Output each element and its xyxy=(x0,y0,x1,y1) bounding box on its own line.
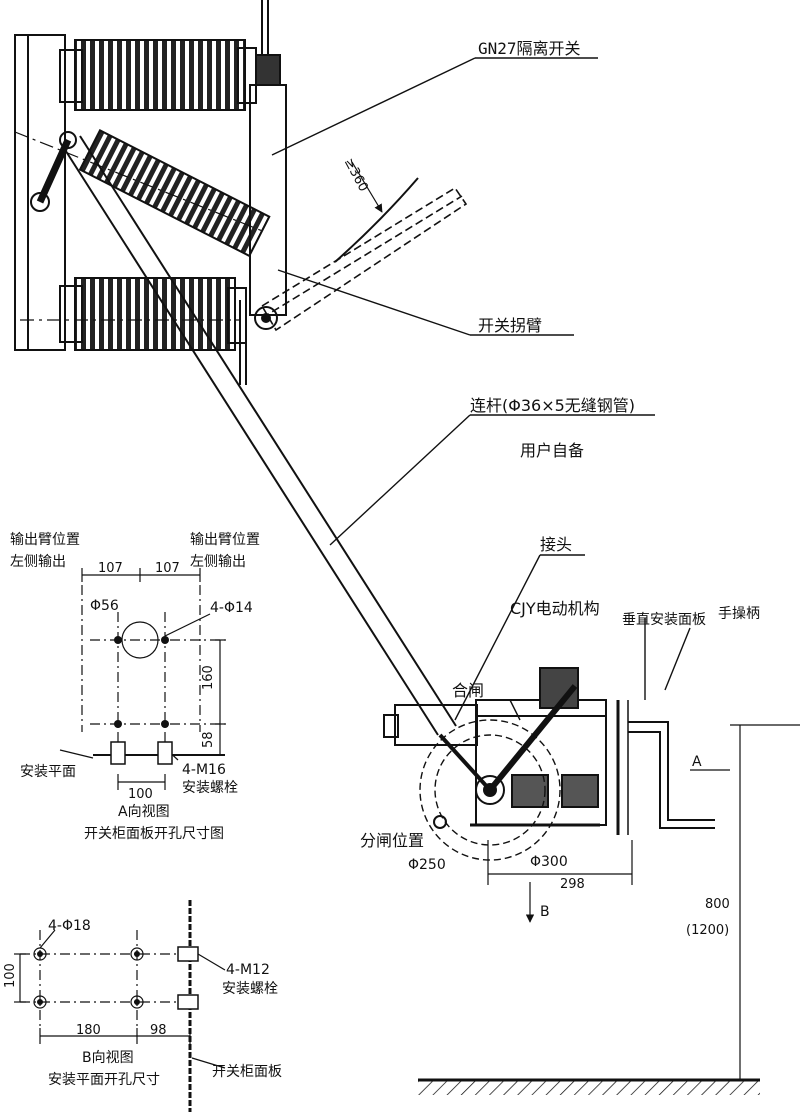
view-b-dim-98: 98 xyxy=(150,1023,167,1038)
view-a-hole xyxy=(114,636,122,644)
switch-name-label: GN27隔离开关 xyxy=(478,39,581,58)
view-a-out-left-2: 左侧输出 xyxy=(10,554,66,570)
view-a-hole xyxy=(114,720,122,728)
view-a-dim-160: 160 xyxy=(201,665,216,690)
crank-arm-label: 开关拐臂 xyxy=(478,316,542,335)
hand-handle xyxy=(628,721,715,821)
swing-circle-250 xyxy=(434,734,546,846)
view-a-title: A向视图 xyxy=(118,804,170,820)
cjy-mechanism xyxy=(383,667,715,861)
view-b-dim-180: 180 xyxy=(76,1023,101,1038)
view-a-bolts: 4-M16 xyxy=(182,762,226,778)
vertical-panel-label: 垂直安装面板 xyxy=(622,611,706,628)
view-b-bolts-label: 安装螺栓 xyxy=(222,981,278,997)
upper-insulator xyxy=(74,39,246,111)
floor xyxy=(418,1078,760,1095)
view-a-hole xyxy=(161,720,169,728)
view-b-hole xyxy=(130,947,144,961)
view-b-hole xyxy=(130,995,144,1009)
opening-position-label: 分闸位置 xyxy=(360,831,424,850)
lower-insulator xyxy=(74,277,236,351)
disconnect-switch xyxy=(14,0,287,385)
view-a-out-right-2: 左侧输出 xyxy=(190,554,246,570)
view-b-bolt xyxy=(177,994,199,1010)
drive-rod xyxy=(249,84,287,316)
angle-arc xyxy=(334,177,419,263)
view-b: 4-Φ18 100 4-M12 安装螺栓 180 98 B向视图 安装平面开孔尺… xyxy=(3,900,282,1112)
dia-250-label: Φ250 xyxy=(408,857,446,873)
height-800-label: 800 xyxy=(705,897,730,912)
view-a-subtitle: 开关柜面板开孔尺寸图 xyxy=(84,826,224,842)
view-a-out-right-1: 输出臂位置 xyxy=(190,532,260,548)
closing-label: 合闸 xyxy=(452,681,484,700)
view-a-hole xyxy=(161,636,169,644)
view-b-hole xyxy=(33,995,47,1009)
dia-300-label: Φ300 xyxy=(530,854,568,870)
view-a-bolt xyxy=(110,741,126,765)
dim-298-label: 298 xyxy=(560,877,585,892)
angle-360-label: ≥360 xyxy=(341,156,371,195)
link-rod xyxy=(61,135,457,736)
height-1200-label: (1200) xyxy=(686,923,729,938)
view-a-bolt xyxy=(157,741,173,765)
view-a-dim-107-b: 107 xyxy=(155,561,180,576)
mechanism-dimensions xyxy=(487,724,800,1080)
view-b-bolts: 4-M12 xyxy=(226,962,270,978)
user-supplied-label: 用户自备 xyxy=(520,441,584,460)
switch-frame xyxy=(14,34,66,351)
view-b-dim-100: 100 xyxy=(3,963,18,988)
view-b-title: B向视图 xyxy=(82,1050,134,1066)
view-b-subtitle: 安装平面开孔尺寸 xyxy=(48,1072,160,1088)
view-b-panel: 开关柜面板 xyxy=(212,1064,282,1080)
view-a-arrow-label: A xyxy=(692,754,702,770)
view-a-holes: 4-Φ14 xyxy=(210,600,253,616)
view-a-dim-100: 100 xyxy=(128,787,153,802)
swing-circle-300 xyxy=(419,719,561,861)
view-b-arrow-label: B xyxy=(540,904,550,920)
view-a-dim-107-a: 107 xyxy=(98,561,123,576)
view-a-mount-plane: 安装平面 xyxy=(20,764,76,780)
view-a-dia-56: Φ56 xyxy=(90,598,119,614)
crank-pivot xyxy=(254,306,278,330)
view-b-holes: 4-Φ18 xyxy=(48,918,91,934)
joint-label: 接头 xyxy=(540,535,572,554)
view-b-bolt xyxy=(177,946,199,962)
mechanism-label: CJY电动机构 xyxy=(510,599,600,618)
crank-arm-open-position xyxy=(260,186,468,332)
leader-lines xyxy=(271,57,691,721)
hand-handle-label: 手操柄 xyxy=(718,606,760,622)
diagonal-insulator xyxy=(78,129,271,258)
view-a-out-left-1: 输出臂位置 xyxy=(10,532,80,548)
view-a: 输出臂位置 左侧输出 输出臂位置 左侧输出 107 107 Φ56 4-Φ14 … xyxy=(10,532,260,842)
view-a-dim-58: 58 xyxy=(201,731,216,748)
view-a-bolts-label: 安装螺栓 xyxy=(182,780,238,796)
link-rod-label: 连杆(Φ36×5无缝钢管) xyxy=(470,396,635,415)
